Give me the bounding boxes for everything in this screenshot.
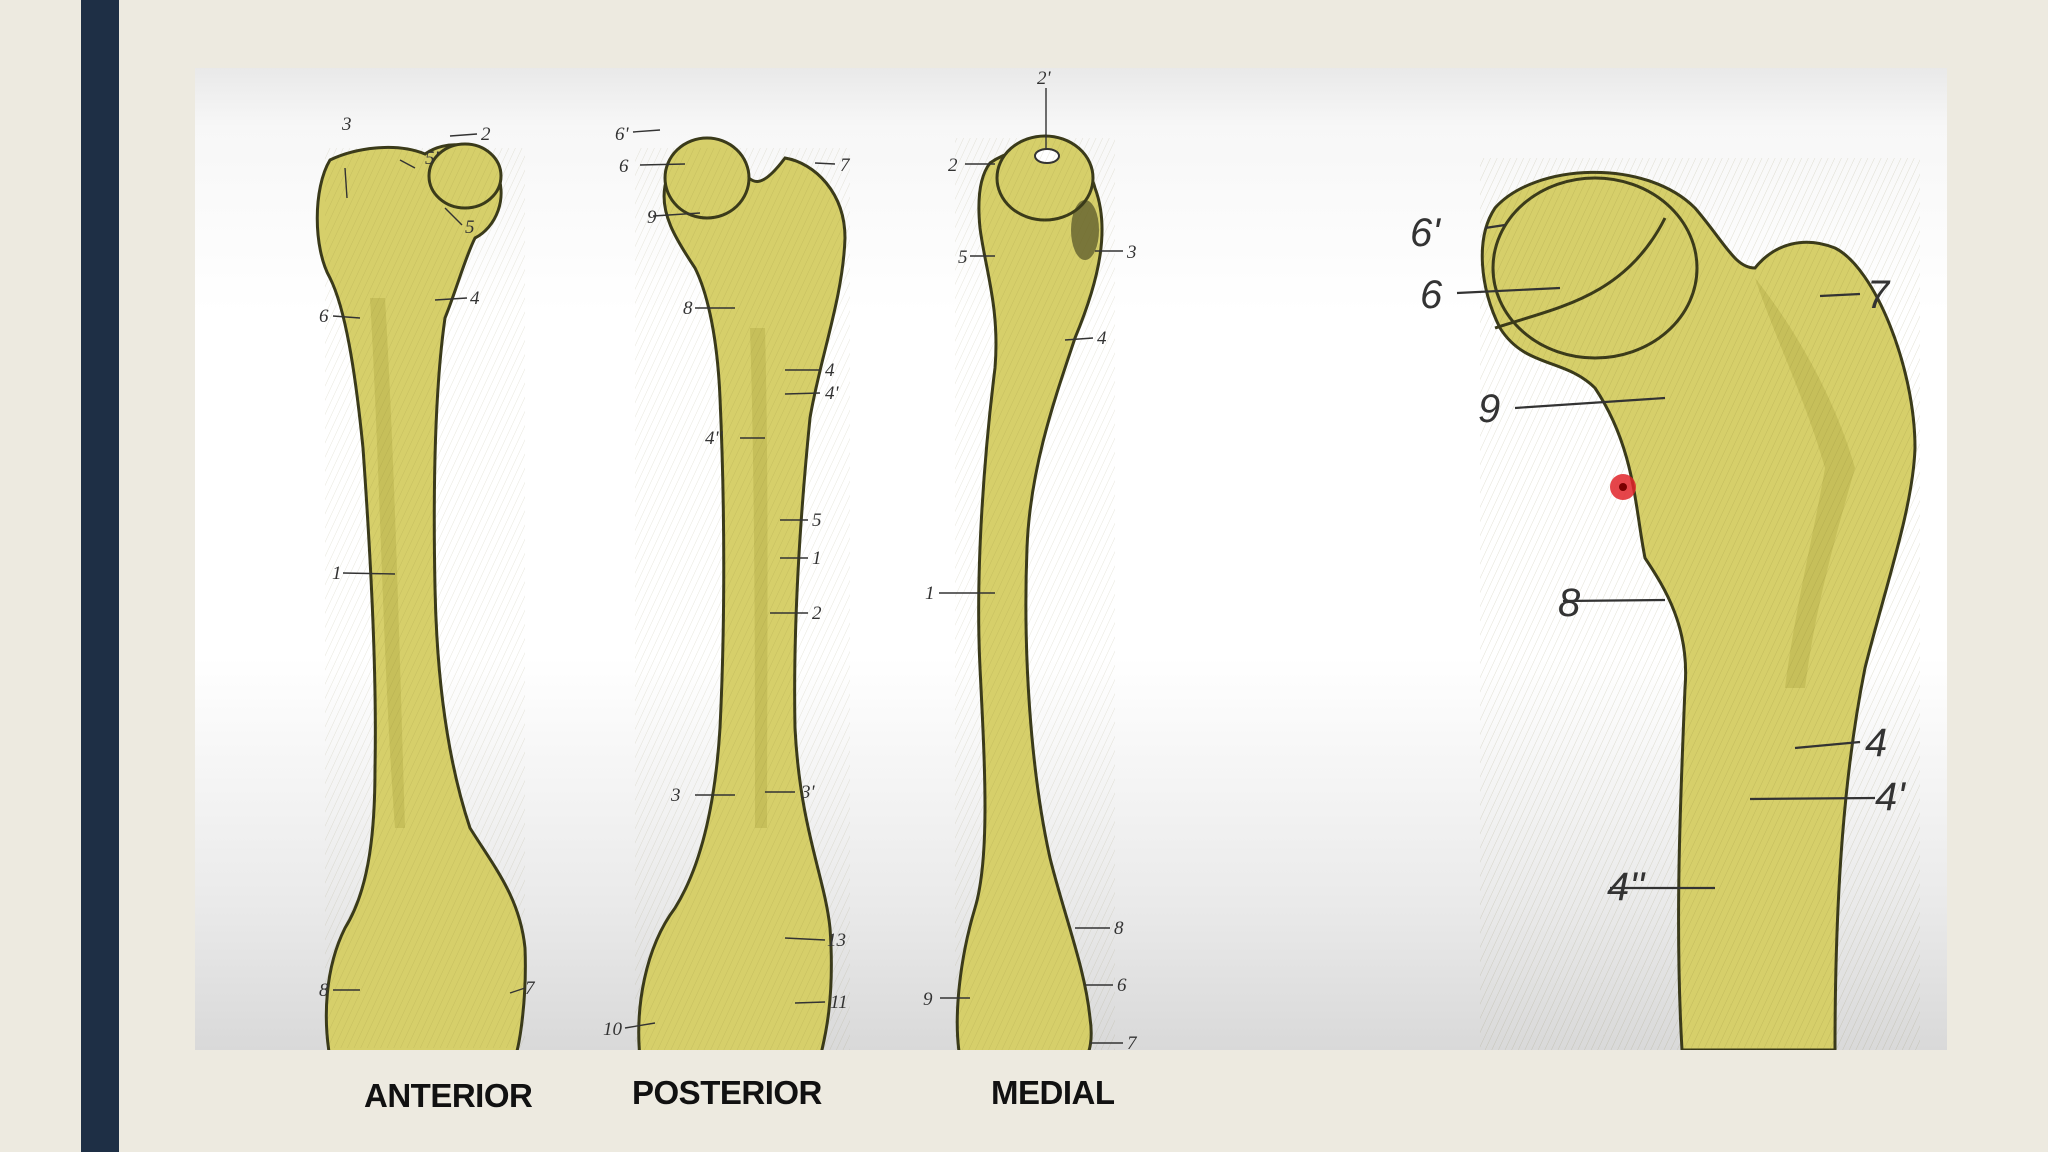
anterior-label-8: 8 <box>319 980 329 1001</box>
posterior-femur <box>635 136 850 1050</box>
posterior-label-13: 13 <box>827 930 846 951</box>
zoomed-proximal-femur <box>1480 158 1920 1050</box>
posterior-label-4: 4 <box>825 360 835 381</box>
medial-label-2-prime: 2' <box>1037 68 1052 89</box>
posterior-label-7: 7 <box>840 155 851 176</box>
posterior-label-11: 11 <box>830 992 848 1013</box>
posterior-leaders <box>624 129 836 1029</box>
medial-leaders <box>939 88 1123 1044</box>
anterior-leaders <box>332 133 526 994</box>
zoom-label-4-double-prime: 4'' <box>1607 865 1646 909</box>
posterior-label-2: 2 <box>812 603 822 624</box>
posterior-label-9: 9 <box>647 207 657 228</box>
zoom-label-6: 6 <box>1420 273 1443 317</box>
anterior-femur <box>315 142 527 1050</box>
caption-posterior: POSTERIOR <box>632 1074 822 1111</box>
posterior-label-10: 10 <box>603 1019 623 1040</box>
medial-label-5: 5 <box>958 247 968 268</box>
anterior-labels: 3 2 5' 5 4 6 1 8 7 <box>319 114 536 1001</box>
medial-label-3: 3 <box>1126 242 1137 263</box>
laser-pointer-dot <box>1610 474 1636 500</box>
zoom-labels: 6' 6 7 9 8 4 4' 4'' <box>1410 211 1906 909</box>
medial-label-7: 7 <box>1127 1033 1138 1050</box>
posterior-labels: 6' 6 7 9 8 4 4' 4'' 5 1 2 3 3' 13 10 11 <box>603 124 851 1040</box>
posterior-label-8: 8 <box>683 298 693 319</box>
posterior-label-4-prime: 4' <box>825 383 840 404</box>
zoom-label-4: 4 <box>1865 721 1887 765</box>
femur-diagram: 3 2 5' 5 4 6 1 8 7 <box>315 68 1920 1050</box>
anterior-label-1: 1 <box>332 563 342 584</box>
posterior-label-6-prime: 6' <box>615 124 630 145</box>
posterior-label-5: 5 <box>812 510 822 531</box>
posterior-label-3: 3 <box>670 785 681 806</box>
posterior-label-4-double-prime: 4'' <box>705 428 724 449</box>
anterior-label-3: 3 <box>341 114 352 135</box>
zoom-label-6-prime: 6' <box>1410 211 1441 255</box>
zoom-label-9: 9 <box>1478 387 1500 431</box>
zoom-label-7: 7 <box>1867 273 1891 317</box>
posterior-label-6: 6 <box>619 156 629 177</box>
anterior-label-6: 6 <box>319 306 329 327</box>
anterior-label-5: 5 <box>465 217 475 238</box>
medial-femur <box>955 134 1115 1050</box>
anterior-label-7: 7 <box>525 978 536 999</box>
medial-label-6: 6 <box>1117 975 1127 996</box>
femur-illustration-panel: 3 2 5' 5 4 6 1 8 7 <box>195 68 1947 1050</box>
medial-label-4: 4 <box>1097 328 1107 349</box>
posterior-label-3-prime: 3' <box>800 782 816 803</box>
anterior-label-2: 2 <box>481 124 491 145</box>
medial-labels: 2' 2 5 3 4 1 8 9 6 7 <box>923 68 1138 1050</box>
anterior-label-4: 4 <box>470 288 480 309</box>
caption-anterior: ANTERIOR <box>364 1077 533 1114</box>
zoom-leaders <box>1456 223 1876 890</box>
medial-label-9: 9 <box>923 989 933 1010</box>
posterior-label-1: 1 <box>812 548 822 569</box>
anterior-label-5-prime: 5' <box>425 148 440 169</box>
left-accent-bar <box>81 0 119 1152</box>
zoom-label-8: 8 <box>1558 581 1581 625</box>
zoom-label-4-prime: 4' <box>1875 775 1906 819</box>
medial-label-1: 1 <box>925 583 935 604</box>
medial-label-8: 8 <box>1114 918 1124 939</box>
caption-medial: MEDIAL <box>991 1074 1115 1111</box>
medial-label-2: 2 <box>948 155 958 176</box>
